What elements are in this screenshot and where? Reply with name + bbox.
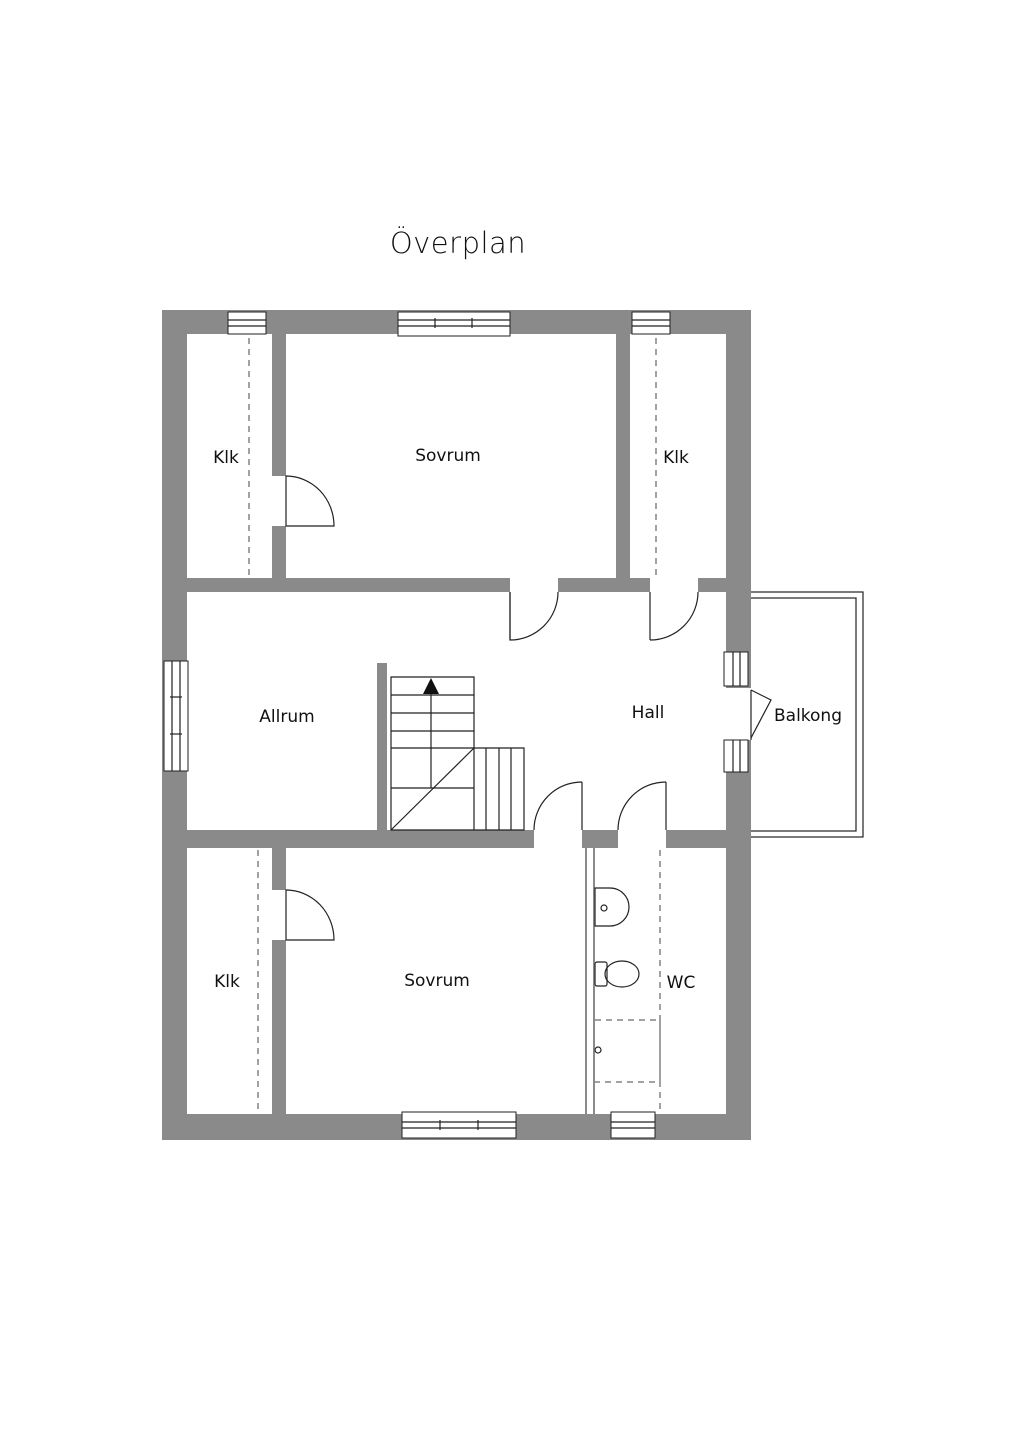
wall-segment (593, 848, 595, 1114)
wall-segment (387, 830, 534, 848)
stair-wall (377, 663, 387, 830)
sink-icon (594, 887, 630, 927)
toilet-icon (594, 960, 640, 988)
window-top-center (397, 311, 511, 337)
stair-arrow-icon (423, 678, 439, 694)
room-label-klk-top-right: Klk (663, 448, 689, 468)
window-bottom-center (401, 1111, 517, 1139)
wall-segment (666, 830, 726, 848)
room-label-hall: Hall (632, 703, 665, 723)
room-label-allrum: Allrum (259, 707, 314, 727)
room-label-wc: WC (667, 973, 696, 993)
shower-area (594, 1019, 661, 1083)
wall-segment (585, 848, 587, 1114)
wall-segment (187, 830, 387, 848)
room-label-klk-top-left: Klk (213, 448, 239, 468)
window-bottom-wc (610, 1111, 656, 1139)
wall-segment (582, 830, 618, 848)
window-balcony-lower (723, 739, 749, 773)
room-label-sovrum-bottom: Sovrum (404, 971, 470, 991)
window-top-left (227, 311, 267, 335)
door-swings (285, 475, 772, 941)
window-top-right (631, 311, 671, 335)
staircase (390, 676, 525, 831)
window-left (163, 660, 189, 772)
plan-title: Överplan (389, 226, 527, 260)
room-label-balkong: Balkong (774, 706, 842, 726)
wc-wall-gap (587, 848, 593, 1114)
window-balcony-upper (723, 651, 749, 687)
room-label-klk-bottom-left: Klk (214, 972, 240, 992)
room-label-sovrum-top: Sovrum (415, 446, 481, 466)
